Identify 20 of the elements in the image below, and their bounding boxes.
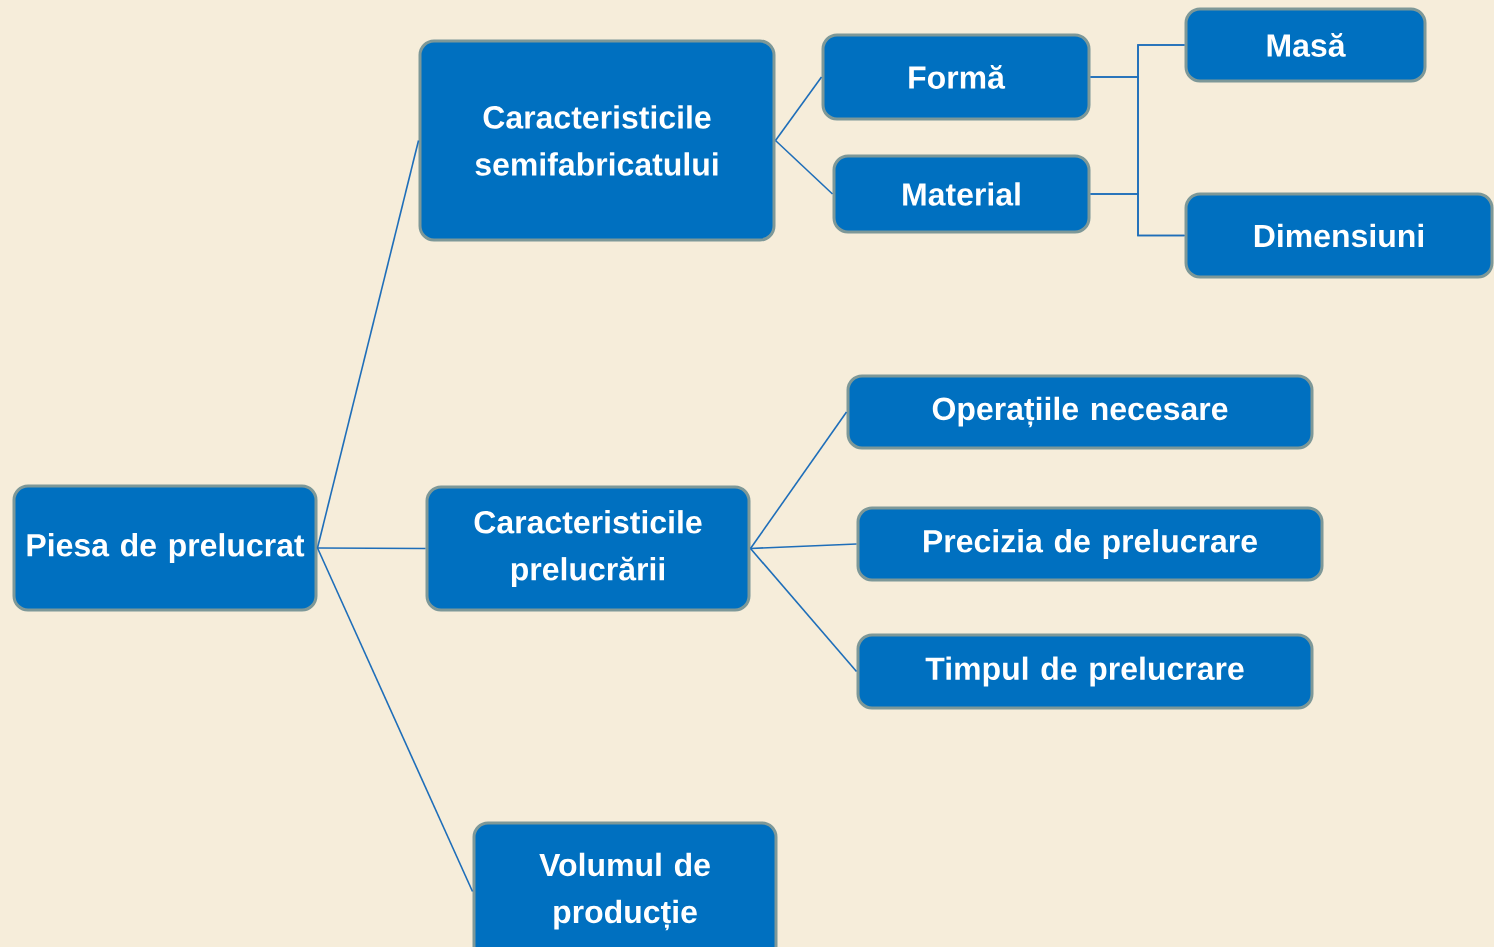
topic-box: Piesa de prelucrat <box>12 484 318 612</box>
connector-line <box>749 411 848 550</box>
connector-line <box>774 76 823 142</box>
connector-line <box>316 547 474 893</box>
connector-line <box>1089 193 1186 237</box>
topic-box: Masă <box>1184 7 1427 83</box>
topic-box: Timpul de prelucrare <box>856 633 1314 710</box>
topic-box: Precizia de prelucrare <box>856 506 1324 582</box>
connector-line <box>316 547 427 550</box>
topic-box: Formă <box>821 33 1091 121</box>
topic-box: Caracteristicile semifabricatului <box>418 39 776 242</box>
connector-line <box>749 543 858 550</box>
topic-box: Dimensiuni <box>1184 192 1494 279</box>
topic-box: Volumul de producție <box>472 821 778 947</box>
topic-box: Caracteristicile prelucrării <box>425 485 751 612</box>
topic-box: Operațiile necesare <box>846 374 1314 450</box>
connector-line <box>774 139 834 195</box>
topic-box: Material <box>832 154 1091 234</box>
connector-line <box>749 547 858 673</box>
connector-line <box>316 139 420 549</box>
